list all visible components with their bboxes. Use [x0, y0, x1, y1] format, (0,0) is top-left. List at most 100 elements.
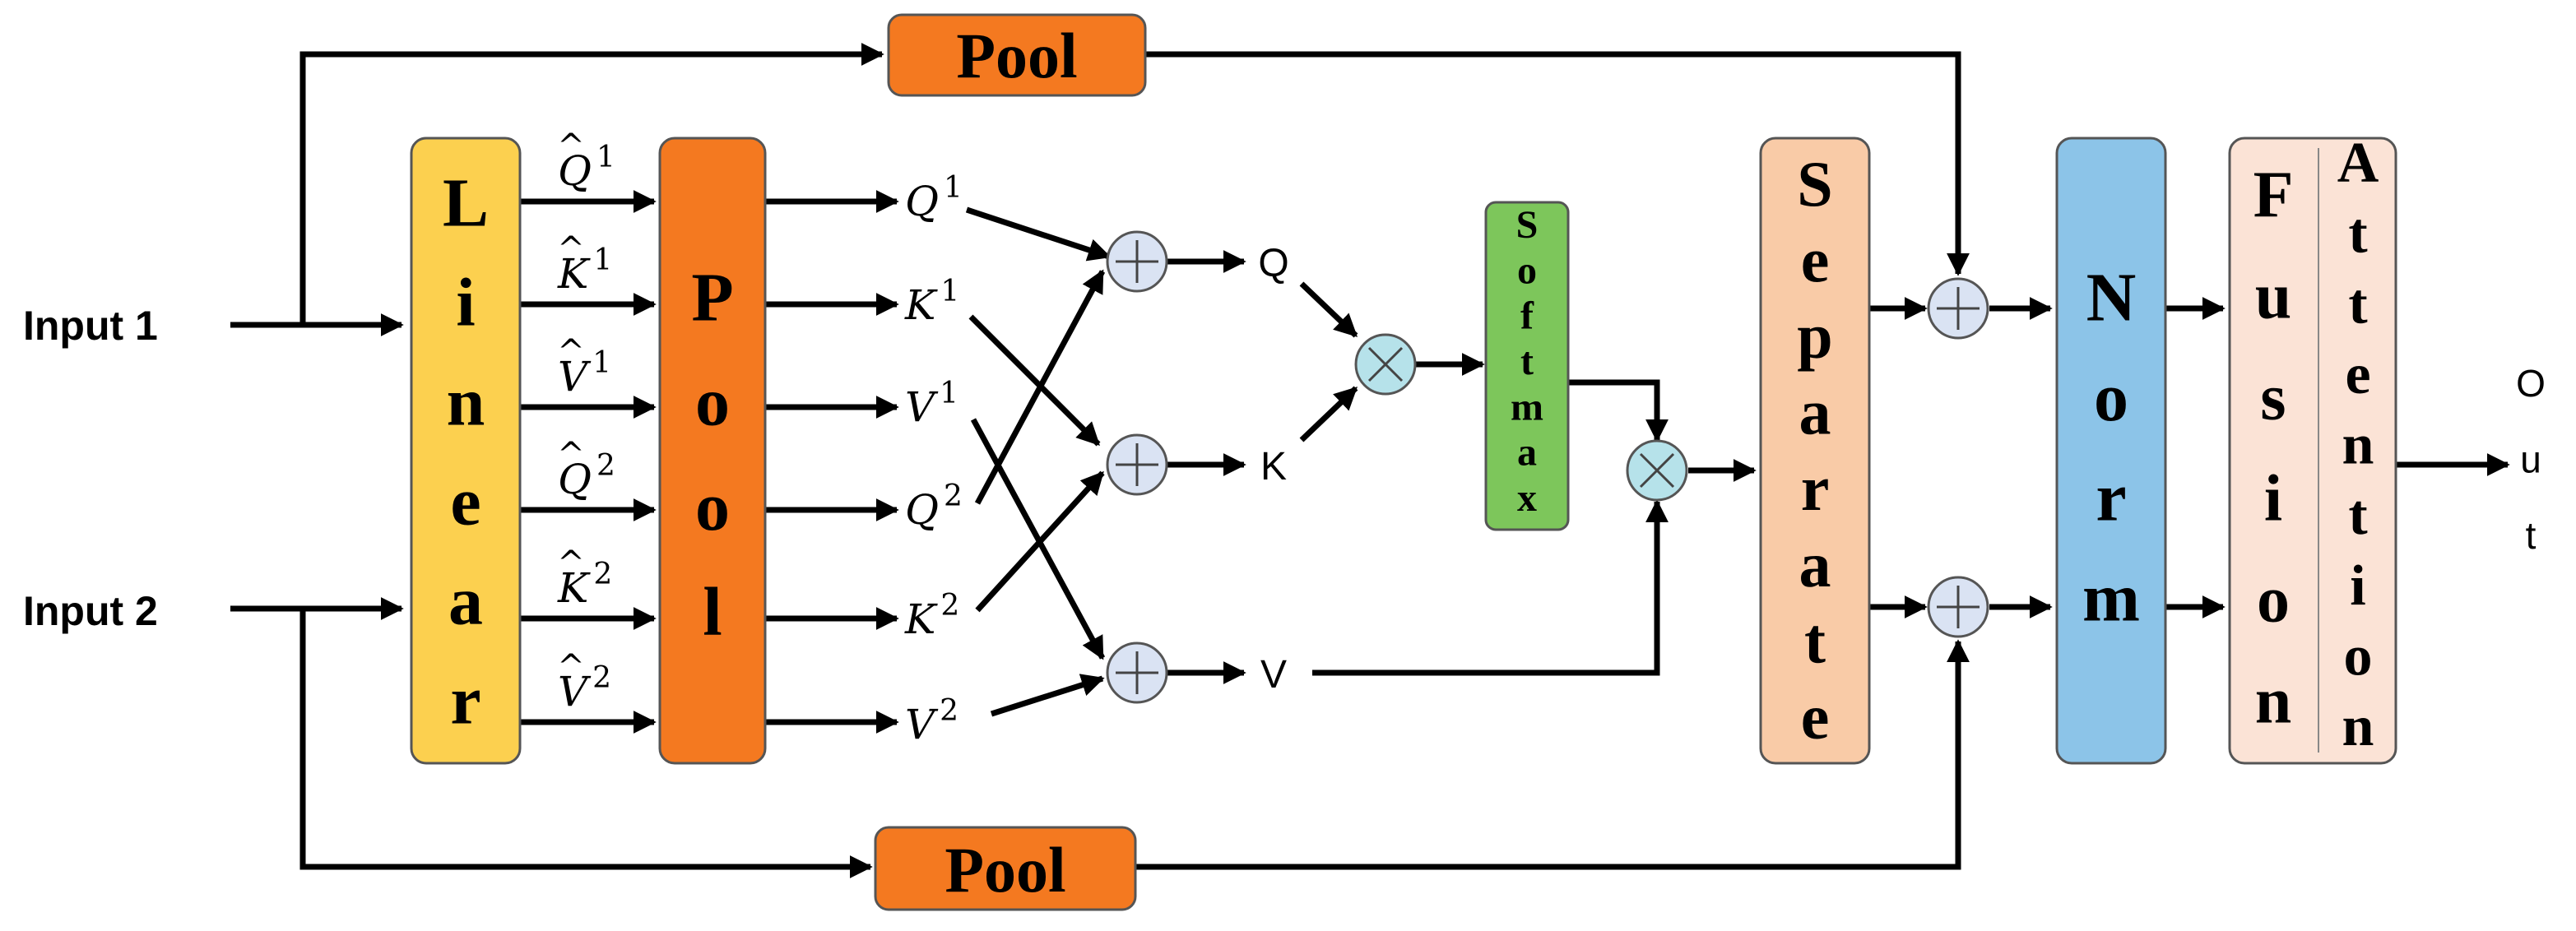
norm-letter: N: [2086, 259, 2137, 336]
attention-letter: A: [2337, 132, 2379, 195]
fusion-letter: i: [2264, 462, 2282, 535]
separate-letter: S: [1797, 148, 1832, 220]
combined-v-label: V: [1260, 653, 1287, 697]
softmax-letter: t: [1520, 340, 1534, 383]
pool-main-letters: Pool: [691, 259, 733, 650]
combined-q-label: Q: [1258, 242, 1288, 285]
linear-letter: L: [443, 164, 489, 241]
attention-letter: t: [2348, 272, 2367, 336]
separate-block: [1759, 137, 1871, 765]
attention-letter: n: [2342, 414, 2374, 477]
add-node-bottom: [1927, 576, 1989, 638]
separate-letter: a: [1799, 377, 1831, 448]
pool-top-label: Pool: [956, 20, 1077, 91]
output-letter: u: [2520, 438, 2541, 481]
bottom-pool-to-add-arrow: [1135, 639, 1970, 870]
output-letter: t: [2526, 514, 2537, 557]
linear-output-symbol-hat-1: ^: [557, 127, 585, 165]
attention-letter: t: [2348, 202, 2367, 266]
fusion-letter: o: [2257, 563, 2290, 636]
separate-letter: r: [1801, 452, 1830, 524]
v-to-mul2-arrow: [1312, 499, 1669, 676]
fusion-letter: n: [2255, 665, 2292, 737]
pool-main-letter: o: [695, 364, 730, 441]
input1-label: Input 1: [23, 303, 158, 349]
pool-main-letter: o: [695, 469, 730, 545]
norm-letter: r: [2096, 460, 2126, 536]
input2-label: Input 2: [23, 588, 158, 634]
pool-main-letter: P: [691, 259, 733, 336]
separate-letter: e: [1801, 224, 1830, 295]
norm-letter: m: [2082, 559, 2140, 636]
fusion-letter: u: [2255, 260, 2292, 332]
multiply-node-v: [1626, 439, 1688, 502]
add-node-k: [1106, 433, 1168, 496]
q-to-mul1-arrow: [1299, 281, 1358, 338]
fusion-letter: F: [2253, 159, 2294, 231]
attention-letter: n: [2342, 695, 2374, 758]
softmax-letter: m: [1511, 385, 1543, 428]
output-letter: O: [2516, 362, 2546, 405]
k-to-mul1-arrow: [1299, 386, 1358, 442]
fusion-attention-block: [2228, 137, 2397, 765]
softmax-block: [1484, 201, 1570, 531]
linear-output-symbol-hat-4: ^: [557, 436, 585, 474]
softmax-letter: f: [1520, 294, 1534, 338]
separate-letter: p: [1797, 300, 1832, 372]
add-node-top: [1927, 277, 1989, 340]
input1-to-top-pool-arrow: [299, 43, 884, 325]
linear-output-symbol-hat-5: ^: [557, 544, 585, 582]
attention-letter: t: [2348, 484, 2367, 547]
separate-letter: e: [1801, 681, 1830, 753]
output-label: Out: [2516, 362, 2546, 557]
v2-to-add-v-arrow: [990, 674, 1105, 717]
linear-letter: n: [447, 364, 485, 440]
linear-block: [410, 137, 522, 765]
pool-top-block: [887, 13, 1147, 97]
softmax-letter: x: [1517, 476, 1537, 520]
pool-bottom-label: Pool: [945, 834, 1065, 906]
add-node-v: [1106, 642, 1168, 704]
v1-to-add-v-arrow: [970, 418, 1106, 660]
softmax-to-mul2-arrow: [1568, 379, 1669, 442]
linear-output-symbol-hat-3: ^: [557, 333, 585, 371]
norm-letter: o: [2094, 359, 2128, 436]
add-node-q: [1106, 230, 1168, 293]
norm-block: [2055, 137, 2167, 765]
top-pool-to-add-arrow: [1145, 51, 1970, 276]
pool-main-block: [658, 137, 767, 765]
attention-letter: e: [2345, 343, 2370, 406]
linear-letter: r: [450, 662, 480, 739]
softmax-letter: S: [1516, 203, 1539, 247]
k1-to-add-k-arrow: [968, 314, 1101, 447]
softmax-letter: a: [1517, 431, 1537, 475]
connections: [230, 43, 2510, 878]
softmax-letter: o: [1517, 248, 1537, 292]
separate-letter: t: [1804, 604, 1826, 676]
combined-k-label: K: [1260, 445, 1287, 489]
fusion-letter: s: [2260, 361, 2286, 433]
multiply-node-qk: [1354, 333, 1417, 396]
linear-output-symbol-hat-6: ^: [557, 648, 585, 686]
linear-output-symbol-hat-2: ^: [557, 230, 585, 268]
linear-letter: a: [448, 563, 483, 639]
attention-letter: o: [2344, 624, 2373, 688]
pool-main-letter: l: [703, 573, 722, 650]
q1-to-add-q-arrow: [965, 206, 1112, 262]
